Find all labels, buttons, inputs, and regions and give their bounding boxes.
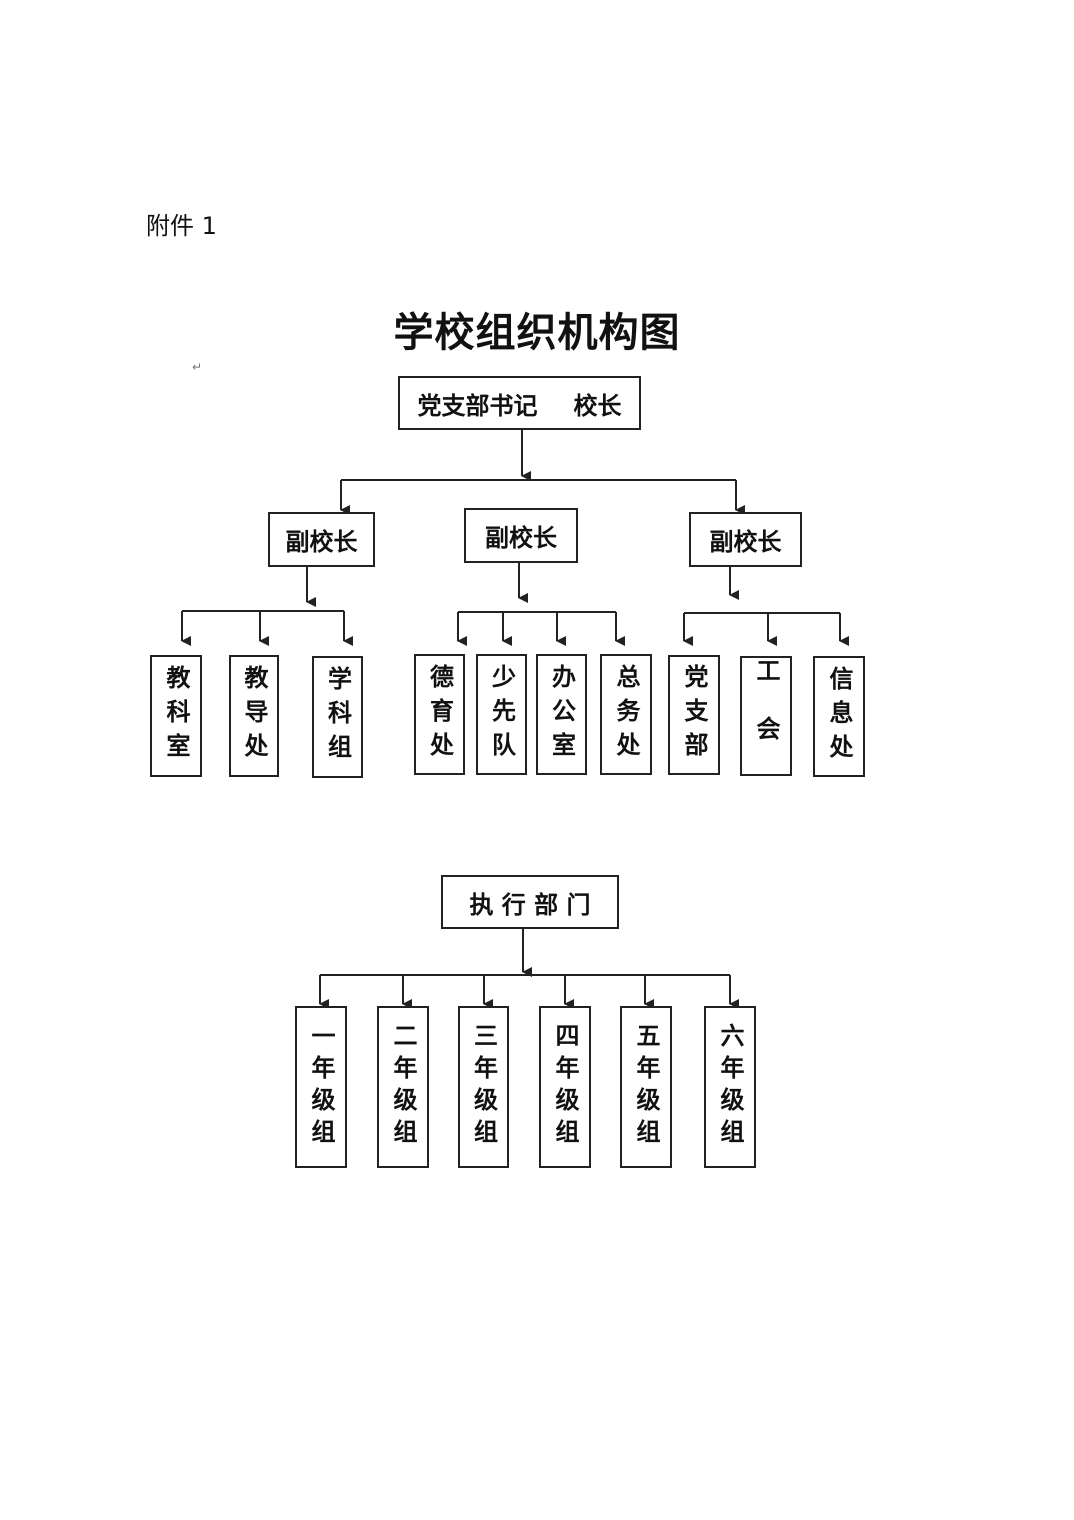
executive-departments-box: 执 行 部 门 — [441, 875, 619, 929]
vice-principal-box-2: 副校长 — [464, 508, 578, 563]
grade-group-box-6: 六年级组 — [704, 1006, 756, 1168]
dept-box-information: 信息处 — [813, 656, 865, 777]
principal-label: 校长 — [573, 390, 622, 420]
grade-group-box-2: 二年级组 — [377, 1006, 429, 1168]
grade-group-box-3: 三年级组 — [458, 1006, 509, 1168]
dept-box-general-affairs: 总务处 — [600, 654, 652, 775]
grade-group-box-4: 四年级组 — [539, 1006, 591, 1168]
dept-box-office: 办公室 — [536, 654, 587, 775]
top-leadership-box: 党支部书记 校长 — [398, 376, 641, 430]
party-secretary-label: 党支部书记 — [417, 390, 538, 420]
dept-box-academic-affairs: 教导处 — [229, 655, 279, 777]
dept-box-party-branch: 党支部 — [668, 655, 720, 775]
vice-principal-box-1: 副校长 — [268, 512, 375, 567]
vice-principal-box-3: 副校长 — [689, 512, 802, 567]
dept-box-teaching-research: 教科室 — [150, 655, 202, 777]
grade-group-box-5: 五年级组 — [620, 1006, 672, 1168]
paragraph-mark-icon: ↵ — [192, 360, 203, 374]
page-title: 学校组织机构图 — [393, 309, 681, 356]
dept-box-moral-education: 德育处 — [414, 654, 465, 775]
attachment-label: 附件 1 — [146, 212, 217, 240]
grade-group-box-1: 一年级组 — [295, 1006, 347, 1168]
dept-box-young-pioneers: 少先队 — [476, 654, 527, 775]
dept-box-subject-group: 学科组 — [312, 656, 363, 778]
dept-box-labor-union: 工会 — [740, 656, 792, 776]
